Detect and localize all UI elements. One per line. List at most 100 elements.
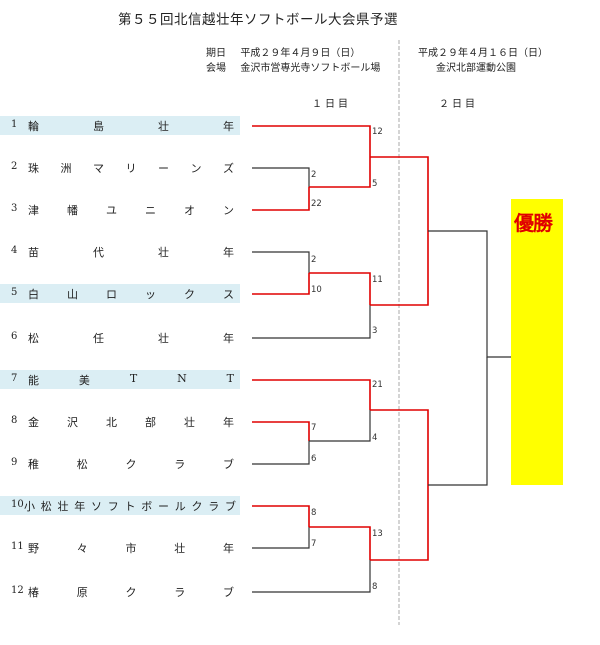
team-name-char: 幡 — [67, 204, 78, 217]
team-name: 珠洲マリーンズ — [28, 160, 234, 176]
team-name: 津幡ユニオン — [28, 202, 234, 218]
champion-box: 優勝 — [511, 199, 563, 485]
team-name-char: 部 — [145, 416, 156, 429]
bracket-q3-win — [370, 409, 429, 485]
team-number: 3 — [11, 203, 18, 214]
team-number: 1 — [11, 119, 18, 130]
team-name-char: ク — [184, 288, 195, 301]
bracket-m4-win — [309, 526, 371, 560]
team-number: 8 — [11, 415, 18, 426]
team-name: 野々市壮年 — [28, 540, 234, 556]
team-name-char: 年 — [74, 500, 86, 513]
score-m2-t5: 10 — [311, 285, 322, 295]
team-name-char: 洲 — [60, 162, 72, 175]
team-name: 稚松クラブ — [28, 456, 234, 472]
team-number: 2 — [11, 161, 18, 172]
team-number: 10 — [11, 499, 24, 510]
team-name-char: 年 — [223, 120, 234, 133]
team-name: 松任壮年 — [28, 330, 234, 346]
bracket-t5 — [252, 273, 310, 295]
bracket-q2-win — [370, 231, 429, 306]
team-name-char: T — [129, 372, 138, 385]
score-q3-w: 4 — [372, 433, 378, 443]
team-name-char: 稚 — [28, 458, 39, 471]
team-name-char: T — [226, 372, 234, 385]
team-name-char: ク — [191, 500, 203, 513]
team-name-char: ソ — [91, 500, 102, 513]
day1-venue: 金沢市営専光寺ソフトボール場 — [240, 63, 381, 74]
score-m4-t11: 7 — [311, 539, 317, 549]
team-name-char: ン — [223, 204, 234, 217]
team-name-char: ブ — [223, 586, 234, 599]
team-name-char: 白 — [28, 288, 39, 301]
team-name-char: 美 — [78, 374, 90, 387]
team-number: 6 — [11, 331, 18, 342]
team-name-char: 壮 — [158, 246, 169, 259]
day2-round-label: ２日目 — [439, 99, 478, 110]
team-name-char: 々 — [76, 542, 88, 555]
team-name-char: ボ — [141, 500, 153, 513]
bracket-t1 — [252, 125, 371, 157]
team-name-char: ラ — [208, 500, 220, 513]
team-name-char: 苗 — [28, 246, 39, 259]
team-name-char: リ — [125, 162, 137, 175]
team-name-char: ク — [125, 458, 137, 471]
day1-venue-line: 会場 金沢市営専光寺ソフトボール場 — [206, 61, 380, 76]
bracket-s2 — [428, 357, 488, 486]
team-name-char: 珠 — [28, 162, 39, 175]
team-name-char: ズ — [223, 162, 234, 175]
team-number: 11 — [11, 541, 24, 552]
team-number: 9 — [11, 457, 18, 468]
team-name-char: 市 — [125, 542, 137, 555]
team-name-char: 山 — [67, 288, 78, 301]
page-title: 第５５回北信越壮年ソフトボール大会県予選 — [118, 12, 398, 28]
team-name-char: 年 — [223, 246, 234, 259]
day1-venue-label: 会場 — [206, 63, 226, 74]
team-name-char: ブ — [223, 458, 234, 471]
team-name-char: 代 — [93, 246, 104, 259]
bracket-t2 — [252, 167, 310, 187]
bracket-q1-win — [370, 156, 429, 231]
score-q1-t1: 12 — [372, 127, 383, 137]
team-name-char: ル — [174, 500, 186, 513]
team-name-char: ニ — [145, 204, 156, 217]
bracket-m1-win — [309, 157, 371, 188]
team-name-char: オ — [184, 204, 195, 217]
team-name-char: 津 — [28, 204, 39, 217]
team-name-char: 松 — [28, 332, 39, 345]
day2-date: 平成２９年４月１６日（日） — [418, 48, 548, 59]
team-name: 白山ロックス — [28, 286, 234, 302]
score-m1-t3: 22 — [311, 199, 322, 209]
team-name: 苗代壮年 — [28, 244, 234, 260]
team-name-char: 野 — [28, 542, 39, 555]
team-name-char: ク — [125, 586, 137, 599]
team-name-char: 小 — [24, 500, 35, 513]
day1-round-label: １日目 — [312, 99, 351, 110]
bracket-q4-win — [370, 485, 429, 561]
team-name-char: 壮 — [57, 500, 69, 513]
team-name-char: 壮 — [184, 416, 195, 429]
score-q3-t7: 21 — [372, 380, 383, 390]
team-name-char: ー — [158, 500, 169, 513]
bracket-t8 — [252, 421, 310, 441]
team-row-9: 9 稚松クラブ — [0, 454, 240, 473]
team-name-char: ロ — [106, 288, 117, 301]
team-name-char: フ — [107, 500, 119, 513]
day1-date-line: 期日 平成２９年４月９日（日） — [206, 46, 360, 61]
team-name-char: ッ — [145, 288, 156, 301]
bracket-t4 — [252, 251, 310, 273]
team-name-char: 年 — [223, 332, 234, 345]
team-name-char: 任 — [93, 332, 104, 345]
team-name-char: 輪 — [28, 120, 39, 133]
team-name-char: 沢 — [67, 416, 78, 429]
